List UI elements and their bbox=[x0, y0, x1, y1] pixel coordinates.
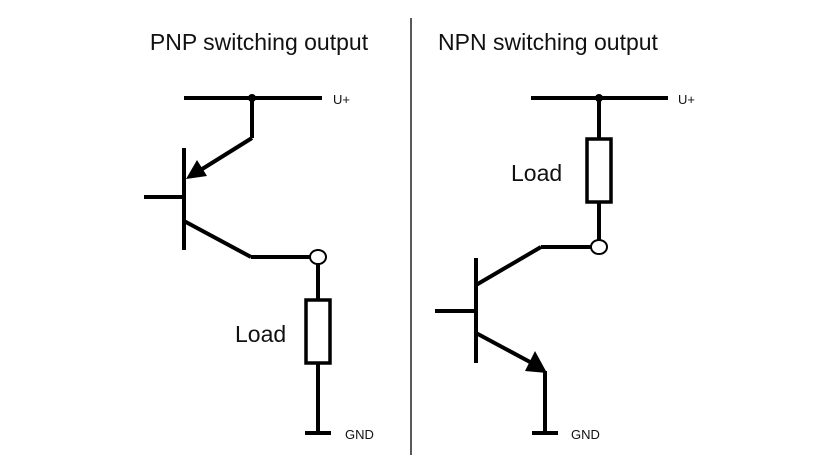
npn-title: NPN switching output bbox=[438, 29, 658, 55]
npn-ground-label: GND bbox=[571, 427, 600, 442]
npn-load-label: Load bbox=[511, 160, 562, 186]
npn-load-resistor bbox=[585, 137, 613, 204]
pnp-title: PNP switching output bbox=[150, 29, 369, 55]
pnp-emitter-lead bbox=[197, 136, 254, 173]
pnp-emitter-arrow-icon bbox=[186, 160, 207, 179]
pnp-output-terminal bbox=[309, 249, 327, 265]
npn-emitter-arrow-icon bbox=[525, 351, 547, 373]
pnp-panel: PNP switching output U+ Load GND bbox=[144, 29, 374, 442]
pnp-load-resistor bbox=[304, 298, 332, 365]
npn-panel: NPN switching output U+ Load GND bbox=[435, 29, 695, 442]
pnp-ground-label: GND bbox=[345, 427, 374, 442]
pnp-supply-label: U+ bbox=[333, 92, 350, 107]
npn-supply-label: U+ bbox=[678, 92, 695, 107]
pnp-collector-lead bbox=[183, 219, 252, 259]
npn-output-terminal bbox=[590, 239, 608, 255]
npn-collector-lead bbox=[474, 245, 543, 287]
npn-emitter-lead bbox=[475, 331, 531, 364]
pnp-load-label: Load bbox=[235, 321, 286, 347]
